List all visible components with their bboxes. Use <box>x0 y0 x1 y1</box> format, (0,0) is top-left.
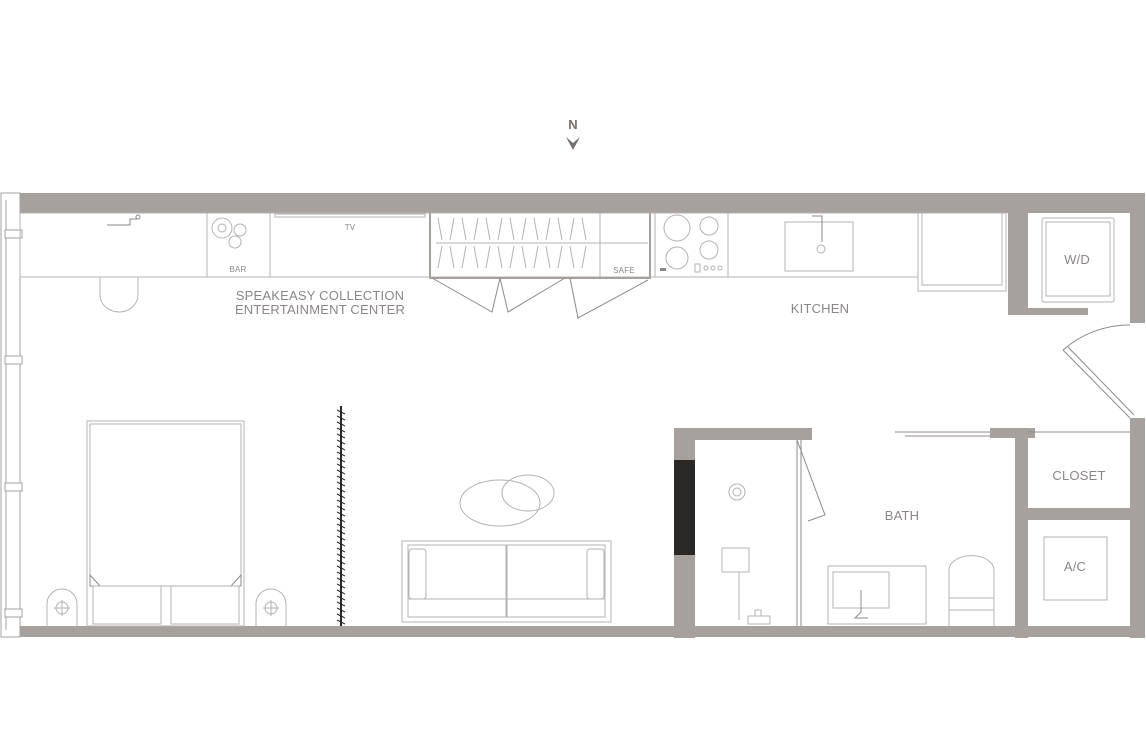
divider-slat <box>336 499 346 505</box>
hanger-icon <box>449 217 455 241</box>
hanger-icon <box>545 217 551 241</box>
hanger-icon <box>521 245 527 269</box>
divider-slat <box>336 481 346 487</box>
closet-label: CLOSET <box>1052 468 1105 483</box>
divider-slat <box>336 547 346 553</box>
divider-slat <box>336 577 346 583</box>
shower-icon <box>728 483 746 501</box>
bed-icon <box>46 420 287 627</box>
divider-slat <box>336 493 346 499</box>
hanger-icon <box>437 245 443 269</box>
divider-slat <box>336 463 346 469</box>
hanger-icon <box>509 245 515 269</box>
divider-slat <box>336 589 346 595</box>
toilet-icon <box>948 555 995 626</box>
divider-slat <box>336 583 346 589</box>
divider-slat <box>336 553 346 559</box>
walls <box>0 192 1145 638</box>
wd-label: W/D <box>1064 252 1090 267</box>
north-wall <box>20 193 1145 213</box>
divider-slat <box>336 427 346 433</box>
divider-slat <box>336 535 346 541</box>
ac-label: A/C <box>1064 559 1086 574</box>
divider-slat <box>336 601 346 607</box>
north-indicator: N <box>566 117 580 150</box>
tv-label: TV <box>345 223 356 232</box>
divider-slat <box>336 421 346 427</box>
hanger-icon <box>557 217 563 241</box>
washer-dryer-icon: W/D <box>1041 217 1115 303</box>
divider-slat <box>336 487 346 493</box>
hanger-icon <box>557 245 563 269</box>
divider-slat <box>336 505 346 511</box>
room-divider <box>336 406 346 626</box>
hanger-icon <box>521 217 527 241</box>
divider-slat <box>336 445 346 451</box>
hanger-icon <box>461 217 467 241</box>
divider-slat <box>336 607 346 613</box>
coffee-table-icon <box>459 474 555 527</box>
divider-slat <box>336 529 346 535</box>
hanger-icon <box>473 245 479 269</box>
sofa-icon <box>401 540 612 623</box>
hanger-icon <box>533 217 539 241</box>
divider-slat <box>336 523 346 529</box>
wardrobe <box>429 209 651 279</box>
divider-slat <box>336 451 346 457</box>
divider-slat <box>336 571 346 577</box>
cooktop-icon <box>654 212 729 278</box>
hanger-icon <box>485 245 491 269</box>
hanger-icon <box>497 217 503 241</box>
divider-slat <box>336 565 346 571</box>
divider-slat <box>336 595 346 601</box>
divider-slat <box>336 613 346 619</box>
hanger-icon <box>449 245 455 269</box>
bath-label: BATH <box>885 508 920 523</box>
west-window-wall <box>0 192 21 638</box>
hanger-icon <box>581 217 587 241</box>
divider-slat <box>336 559 346 565</box>
hanger-icon <box>485 217 491 241</box>
divider-slat <box>336 469 346 475</box>
hanger-icon <box>533 245 539 269</box>
north-label: N <box>568 117 577 132</box>
safe-label: SAFE <box>613 266 635 275</box>
divider-slat <box>336 415 346 421</box>
divider-slat <box>336 475 346 481</box>
closet: CLOSET <box>1028 431 1130 483</box>
ac-unit: A/C <box>1043 536 1108 601</box>
round-fixture <box>99 277 139 313</box>
divider-slat <box>336 409 346 415</box>
divider-slat <box>336 457 346 463</box>
divider-slat <box>336 433 346 439</box>
divider-slat <box>336 619 346 625</box>
bath-fixtures: BATH <box>721 431 995 626</box>
hanger-icon <box>569 217 575 241</box>
hanger-icon <box>437 217 443 241</box>
entertainment-label-line2: ENTERTAINMENT CENTER <box>235 302 405 317</box>
entertainment-label-line1: SPEAKEASY COLLECTION <box>236 288 405 303</box>
north-cabinetry: BAR TV SAFE <box>19 209 1007 319</box>
kitchen-label: KITCHEN <box>791 301 849 316</box>
door-swing-icon <box>1062 324 1135 419</box>
divider-slat <box>336 439 346 445</box>
hanger-icon <box>461 245 467 269</box>
south-wall <box>20 626 1145 637</box>
north-arrow-icon <box>566 137 580 150</box>
sink-icon <box>784 221 854 272</box>
divider-slat <box>336 541 346 547</box>
bar-label: BAR <box>229 265 246 274</box>
hanger-icon <box>497 245 503 269</box>
hanger-icon <box>509 217 515 241</box>
divider-slat <box>336 517 346 523</box>
refrigerator <box>917 212 1007 292</box>
bath-entry-pocket <box>674 460 695 555</box>
hanger-icon <box>581 245 587 269</box>
hanger-icon <box>473 217 479 241</box>
divider-slat <box>336 511 346 517</box>
hanger-icon <box>569 245 575 269</box>
hanger-icon <box>545 245 551 269</box>
